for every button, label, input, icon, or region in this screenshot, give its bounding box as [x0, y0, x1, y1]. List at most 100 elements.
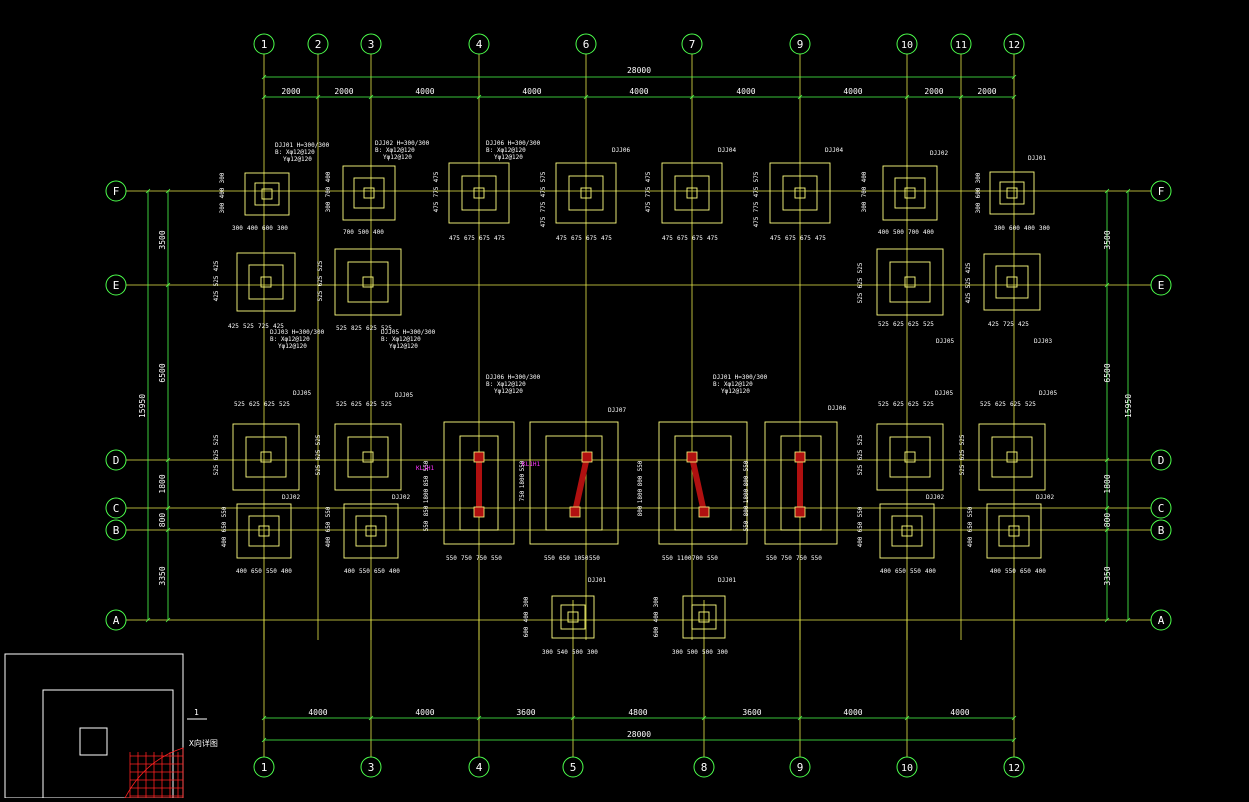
footing-step	[248, 264, 284, 300]
footing-step	[254, 182, 280, 206]
dim-tick	[1011, 74, 1017, 80]
axis-bubble-bottom-10[interactable]: 10	[896, 756, 918, 778]
axis-bubble-top-10[interactable]: 10	[896, 33, 918, 55]
footing-dim-v: 550	[519, 460, 526, 471]
column-outline	[901, 525, 913, 537]
footing-dim-v: 575	[540, 171, 547, 182]
footing-dim-h: 300	[1039, 225, 1050, 232]
strip-outline	[658, 421, 748, 545]
footing-note: B: Xφ12@120	[381, 336, 421, 343]
footing-dim-v: 625	[857, 449, 864, 460]
footing-dim-v: 525	[857, 292, 864, 303]
svg-text:5: 5	[570, 761, 577, 774]
footing-dim-h: 500	[572, 649, 583, 656]
footing-dim-v: 800	[637, 475, 644, 486]
footing-dim-h: 300	[672, 649, 683, 656]
footing-dim-v: 800	[743, 505, 750, 516]
axis-bubble-right-E[interactable]: E	[1150, 274, 1172, 296]
dim-bottom-span: 4000	[950, 708, 969, 717]
dim-tick	[368, 94, 374, 100]
axis-bubble-right-F[interactable]: F	[1150, 180, 1172, 202]
axis-bubble-top-3[interactable]: 3	[360, 33, 382, 55]
footing-tag: DJJ06	[828, 405, 846, 412]
axis-bubble-bottom-1[interactable]: 1	[253, 756, 275, 778]
axis-bubble-left-B[interactable]: B	[105, 519, 127, 541]
axis-bubble-left-D[interactable]: D	[105, 449, 127, 471]
footing-tag: DJJ02	[282, 494, 300, 501]
svg-text:E: E	[1158, 279, 1165, 292]
footing-dim-h: 750	[796, 555, 807, 562]
dim-tick	[261, 737, 267, 743]
footing-dim-h: 525	[279, 401, 290, 408]
footing-dim-h: 625	[366, 401, 377, 408]
footing-dim-v: 525	[857, 464, 864, 475]
axis-bubble-top-1[interactable]: 1	[253, 33, 275, 55]
footing-tag: DJJ04	[718, 147, 736, 154]
footing	[343, 503, 399, 559]
footing-dim-h: 825	[351, 325, 362, 332]
axis-bubble-bottom-9[interactable]: 9	[789, 756, 811, 778]
axis-bubble-top-11[interactable]: 11	[950, 33, 972, 55]
footing-dim-v: 800	[743, 475, 750, 486]
axis-bubble-right-D[interactable]: D	[1150, 449, 1172, 471]
axis-bubble-right-A[interactable]: A	[1150, 609, 1172, 631]
footing-dim-h: 700	[343, 229, 354, 236]
footing-dim-v: 550	[423, 460, 430, 471]
footing-dim-h: 750	[781, 555, 792, 562]
footing-dim-v: 525	[315, 464, 322, 475]
dim-top-span: 2000	[281, 87, 300, 96]
footing-dim-h: 1050	[574, 555, 589, 562]
footing-tag: DJJ05	[1039, 390, 1057, 397]
footing	[551, 595, 595, 639]
footing-dim-v: 550	[325, 506, 332, 517]
axis-bubble-top-6[interactable]: 6	[575, 33, 597, 55]
footing-dim-h: 600	[262, 225, 273, 232]
footing-dim-h: 675	[677, 235, 688, 242]
axis-bubble-bottom-8[interactable]: 8	[693, 756, 715, 778]
axis-bubble-left-C[interactable]: C	[105, 497, 127, 519]
footing-step	[461, 175, 497, 211]
footing-dim-h: 675	[800, 235, 811, 242]
dim-bottom-span: 4800	[628, 708, 647, 717]
footing-dim-v: 550	[743, 460, 750, 471]
footing-step	[894, 177, 926, 209]
footing-dim-h: 525	[980, 401, 991, 408]
axis-bubble-right-C[interactable]: C	[1150, 497, 1172, 519]
footing-dim-h: 625	[908, 321, 919, 328]
axis-bubble-top-2[interactable]: 2	[307, 33, 329, 55]
column-outline	[1006, 187, 1018, 199]
column-outline	[362, 451, 374, 463]
footing	[244, 172, 290, 216]
detail-view[interactable]: 1 X向详图	[4, 653, 218, 799]
footing-dim-v: 525	[959, 434, 966, 445]
footing-dim-v: 625	[317, 275, 324, 286]
axis-bubble-right-B[interactable]: B	[1150, 519, 1172, 541]
dim-top-span: 2000	[977, 87, 996, 96]
axis-bubble-left-A[interactable]: A	[105, 609, 127, 631]
column-square	[698, 506, 710, 518]
axis-bubble-bottom-4[interactable]: 4	[468, 756, 490, 778]
axis-bubble-top-7[interactable]: 7	[681, 33, 703, 55]
footing-dim-h: 525	[336, 401, 347, 408]
axis-bubble-top-12[interactable]: 12	[1003, 33, 1025, 55]
dim-right-span: 3350	[1103, 566, 1112, 585]
axis-bubble-left-E[interactable]: E	[105, 274, 127, 296]
footing-dim-v: 750	[519, 490, 526, 501]
footing-dim-v: 1800	[743, 488, 750, 503]
dim-tick	[958, 94, 964, 100]
axis-bubble-bottom-12[interactable]: 12	[1003, 756, 1025, 778]
footing-tag: DJJ02	[1036, 494, 1054, 501]
dim-tick	[797, 94, 803, 100]
axis-bubble-top-9[interactable]: 9	[789, 33, 811, 55]
footing-outline	[882, 165, 938, 221]
axis-bubble-bottom-3[interactable]: 3	[360, 756, 382, 778]
axis-bubble-left-F[interactable]: F	[105, 180, 127, 202]
axis-bubble-top-4[interactable]: 4	[468, 33, 490, 55]
footing-dim-v: 525	[857, 262, 864, 273]
footing-dim-h: 425	[228, 323, 239, 330]
footing-note: DJJ03 H=300/300	[270, 329, 325, 336]
axis-bubble-bottom-5[interactable]: 5	[562, 756, 584, 778]
footing-dim-h: 300	[587, 649, 598, 656]
